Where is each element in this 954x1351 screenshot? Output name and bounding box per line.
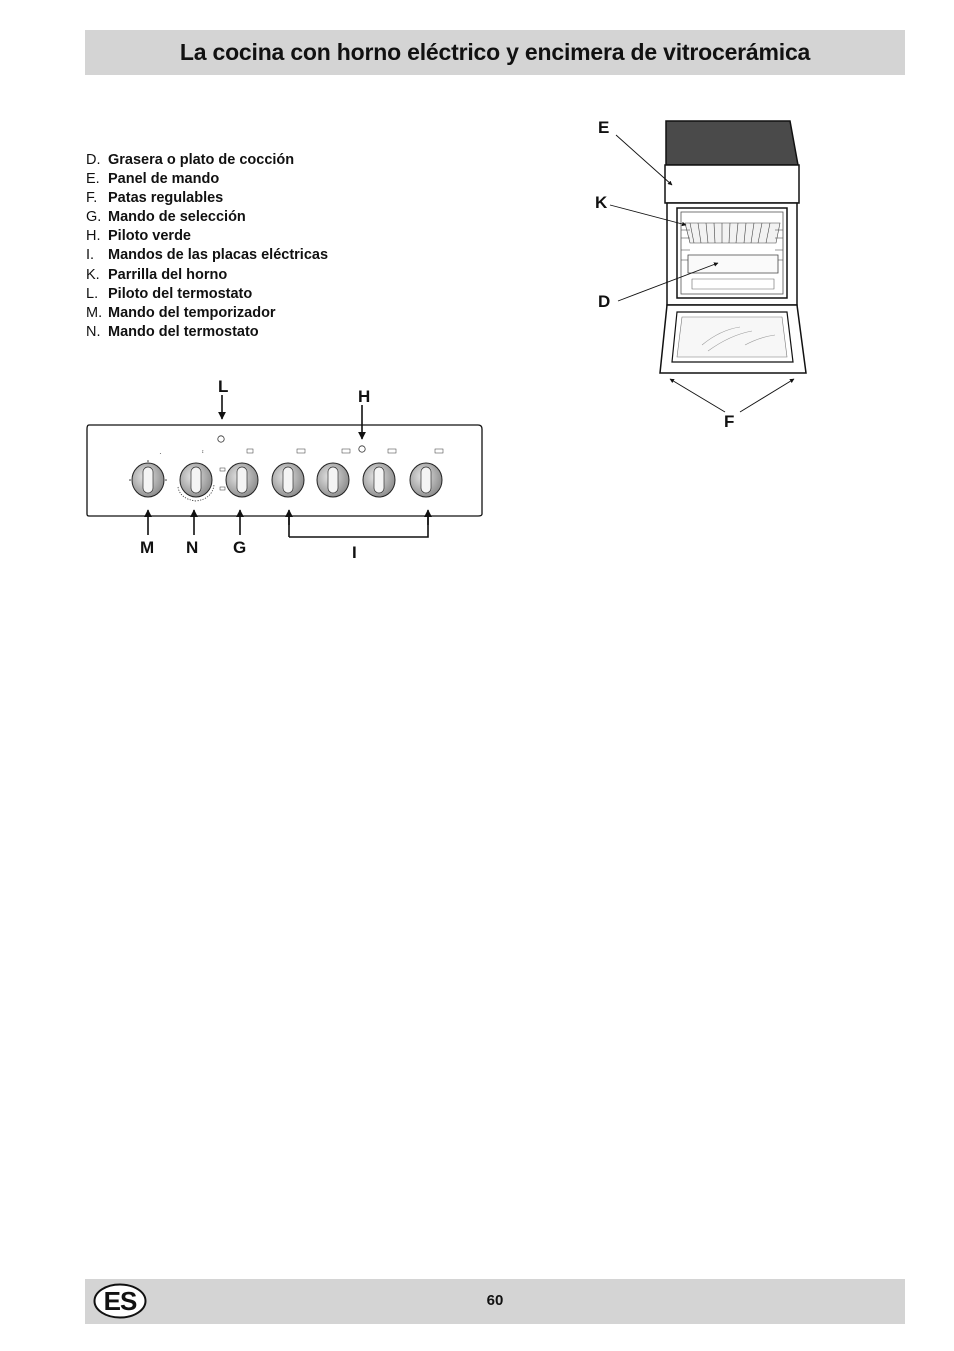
control-panel-band xyxy=(664,164,800,204)
legend-item-n: N. Mando del termostato xyxy=(86,323,328,342)
legend-code: K. xyxy=(86,266,100,283)
legend-text: Mando de selección xyxy=(108,209,246,226)
legend-text: Grasera o plato de cocción xyxy=(108,152,295,168)
panel-label-l: L xyxy=(218,377,228,396)
legend-code: H. xyxy=(86,228,101,245)
oven-rack xyxy=(684,222,781,244)
cooktop-top xyxy=(665,120,799,166)
legend-text: Piloto del termostato xyxy=(108,285,253,302)
language-badge-oval xyxy=(93,1283,147,1319)
legend-item-h: H. Piloto verde xyxy=(86,227,328,246)
title-bar: La cocina con horno eléctrico y encimera… xyxy=(85,30,905,75)
legend-item-l: L. Piloto del termostato xyxy=(86,285,328,304)
footer-bar: ES 60 xyxy=(85,1279,905,1324)
knob-hotplate-3 xyxy=(362,448,397,498)
legend-code: F. xyxy=(86,190,98,207)
panel-label-g: G xyxy=(233,538,246,557)
knob-timer: ◔ xyxy=(129,451,167,498)
legend-item-f: F. Patas regulables xyxy=(86,189,328,208)
thermostat-pilot-lamp xyxy=(217,435,225,443)
svg-text:⟟: ⟟ xyxy=(202,449,204,454)
legend-text: Mando del termostato xyxy=(108,323,259,340)
legend-text: Panel de mando xyxy=(108,171,220,188)
legend-item-e: E. Panel de mando xyxy=(86,170,328,189)
legend-list: D. Grasera o plato de cocción E. Panel de … xyxy=(86,151,328,342)
door-glass-reflection xyxy=(701,326,776,352)
legend-item-m: M. Mando del temporizador xyxy=(86,304,328,323)
legend-code: E. xyxy=(86,171,100,188)
page-title: La cocina con horno eléctrico y encimera… xyxy=(179,39,811,65)
panel-label-h: H xyxy=(358,387,370,406)
bracket-i xyxy=(288,515,429,538)
legend-code: G. xyxy=(86,209,102,226)
oven-label-k: K xyxy=(595,193,608,212)
legend-text: Parrilla del horno xyxy=(108,266,228,283)
svg-text:◔: ◔ xyxy=(159,451,162,456)
knob-selector xyxy=(219,448,259,498)
legend-item-g: G. Mando de selección xyxy=(86,208,328,227)
oven-label-d: D xyxy=(598,292,610,311)
panel-label-i: I xyxy=(352,543,357,562)
panel-label-m: M xyxy=(140,538,154,557)
oven-label-e: E xyxy=(598,118,609,137)
green-pilot-lamp xyxy=(358,445,366,453)
knob-hotplate-1 xyxy=(271,448,306,498)
language-code: ES xyxy=(103,1286,138,1316)
legend-code: D. xyxy=(86,152,101,168)
legend-item-k: K. Parrilla del horno xyxy=(86,266,328,285)
legend-code: N. xyxy=(86,323,101,340)
knob-hotplate-4 xyxy=(409,448,444,498)
language-badge: ES xyxy=(93,1283,147,1319)
legend-code: I. xyxy=(86,247,95,264)
oven-label-f: F xyxy=(724,412,734,431)
legend-item-d: D. Grasera o plato de cocción xyxy=(86,151,328,170)
legend-code: M. xyxy=(86,304,103,321)
panel-label-n: N xyxy=(186,538,198,557)
knob-hotplate-2 xyxy=(316,448,351,498)
control-panel-illustration: ◔ ⟟ xyxy=(86,377,483,562)
page-number: 60 xyxy=(486,1292,504,1309)
legend-text: Mandos de las placas eléctricas xyxy=(108,247,329,264)
legend-text: Piloto verde xyxy=(108,228,191,245)
legend-text: Patas regulables xyxy=(108,190,224,207)
legend-code: L. xyxy=(86,285,99,302)
oven-illustration: E K D F xyxy=(595,118,807,431)
knob-thermostat: ⟟ xyxy=(177,449,215,502)
legend-text: Mando del temporizador xyxy=(108,304,276,321)
legend-item-i: I. Mandos de las placas eléctricas xyxy=(86,246,328,265)
drip-tray xyxy=(687,254,779,274)
